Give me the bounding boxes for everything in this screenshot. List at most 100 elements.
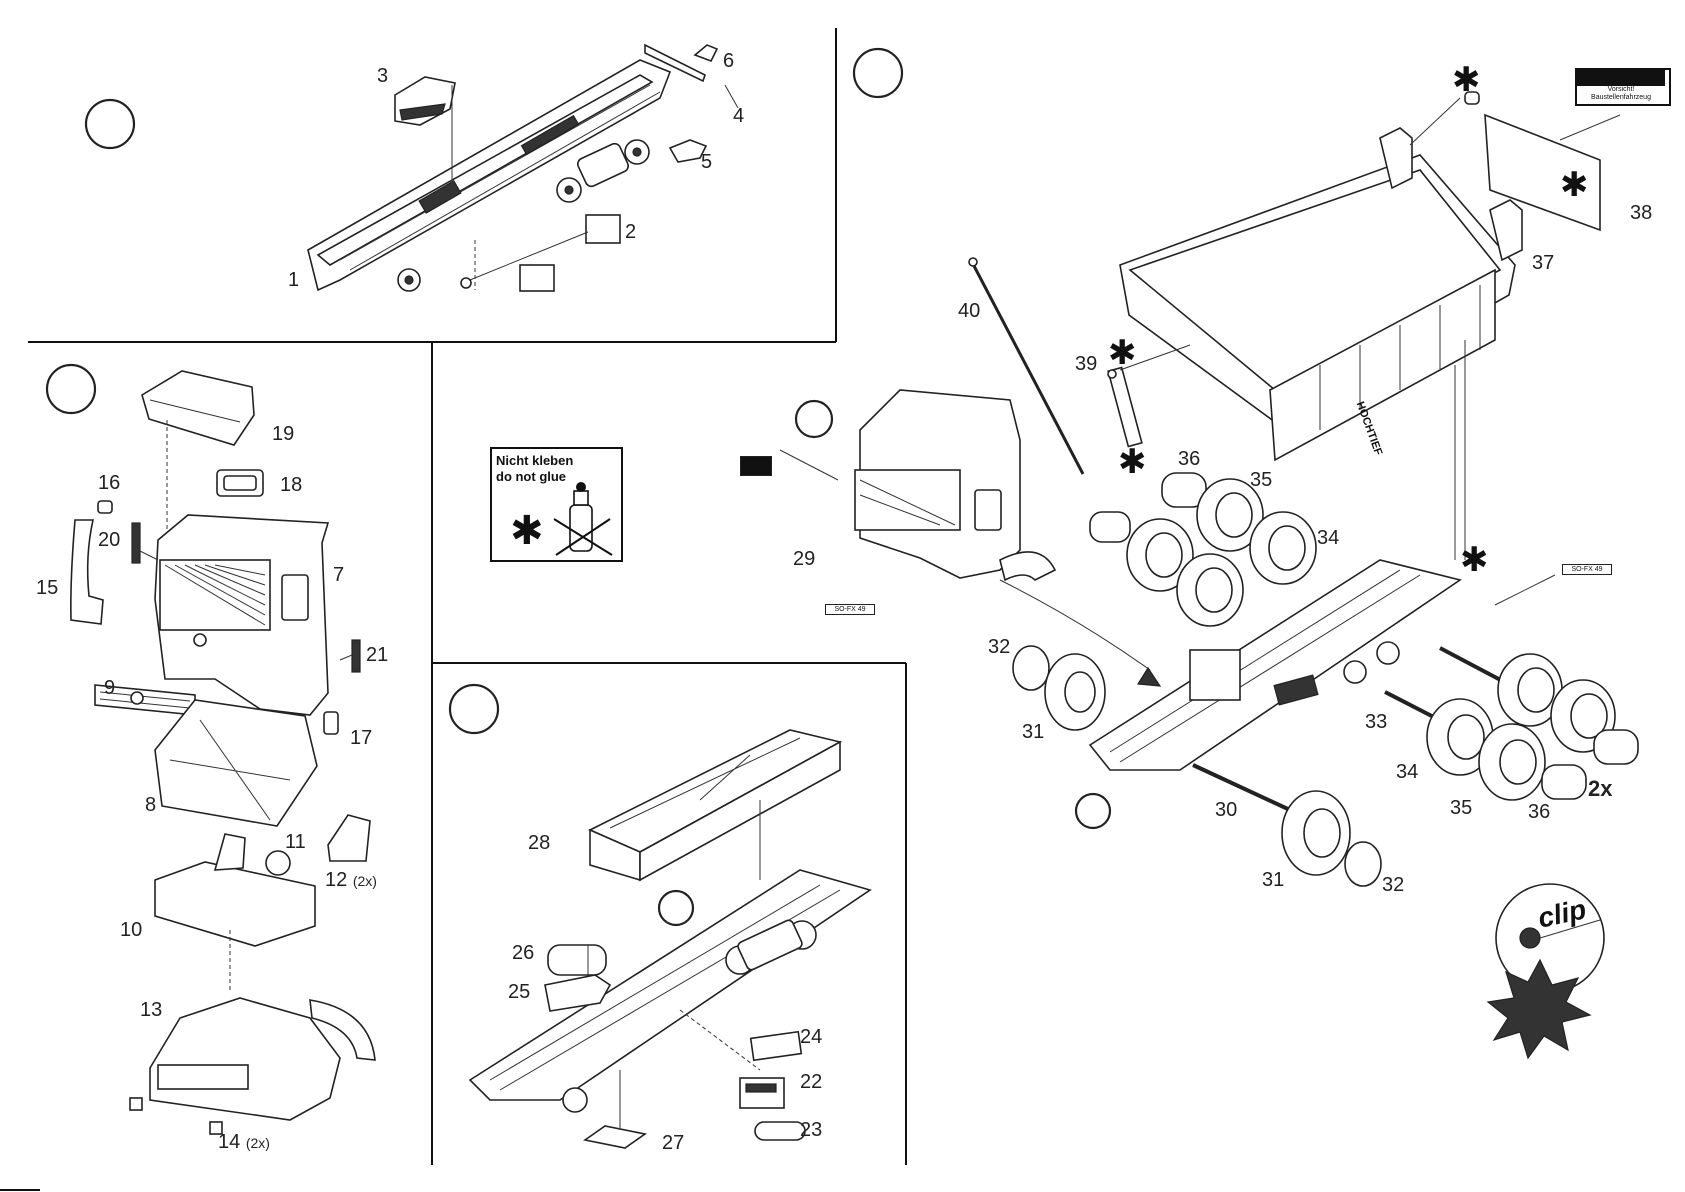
- step-circle: [659, 891, 693, 925]
- asterisk-icon: ✱: [1452, 65, 1481, 95]
- part-label: 18: [280, 475, 302, 495]
- part-quantity: (2x): [353, 873, 377, 889]
- wheel-34-top: [1250, 512, 1316, 584]
- part-label: 28: [528, 833, 550, 853]
- part-label: 7: [333, 565, 344, 585]
- part-label: 36: [1178, 449, 1200, 469]
- part-label: 37: [1532, 253, 1554, 273]
- part-label: 12 (2x): [325, 870, 377, 891]
- part-label: 33: [1365, 712, 1387, 732]
- step-circle: [854, 49, 902, 97]
- part-label: 35: [1450, 798, 1472, 818]
- glue-note-line1: Nicht kleben: [496, 453, 573, 469]
- part-number: 12: [325, 869, 347, 891]
- part-label: 14 (2x): [218, 1132, 270, 1153]
- part-label: 19: [272, 424, 294, 444]
- license-plate: SO-FX 49: [1562, 564, 1612, 575]
- part-label: 1: [288, 270, 299, 290]
- cab-floor-13: [150, 998, 375, 1120]
- asterisk-icon: ✱: [1118, 447, 1147, 477]
- hub-36-bottom: [1542, 765, 1586, 799]
- sun-visor-19: [142, 371, 254, 445]
- part-label: 17: [350, 728, 372, 748]
- mirror-21: [340, 640, 360, 672]
- hub-36-side: [1594, 730, 1638, 764]
- quantity-label: 2x: [1588, 776, 1612, 802]
- step-27: [585, 1070, 645, 1148]
- part-label: 32: [1382, 875, 1404, 895]
- part-label: 21: [366, 645, 388, 665]
- license-plate: SO-FX 49: [825, 604, 875, 615]
- cab-assembly-29: [855, 390, 1055, 580]
- part-label: 10: [120, 920, 142, 940]
- step-circle: [450, 685, 498, 733]
- part-number: 14: [218, 1131, 240, 1153]
- asterisk-icon: ✱: [510, 511, 544, 551]
- part-label: 25: [508, 982, 530, 1002]
- part-label: 32: [988, 637, 1010, 657]
- part-label: 34: [1317, 528, 1339, 548]
- wheel-top-b: [1177, 554, 1243, 626]
- part-label: 11: [285, 832, 306, 852]
- fuel-tank-3: [395, 77, 455, 125]
- asterisk-icon: ✱: [1560, 170, 1589, 200]
- step-circle: [47, 365, 95, 413]
- wheel-31-rear: [1282, 791, 1350, 875]
- hub-32-front: [1013, 646, 1049, 690]
- part-label: 6: [723, 51, 734, 71]
- battery-24: [751, 1032, 802, 1060]
- step-circle: [86, 100, 134, 148]
- part-label: 35: [1250, 470, 1272, 490]
- part-label: 31: [1022, 722, 1044, 742]
- part-label: 34: [1396, 762, 1418, 782]
- do-not-glue-note: Nicht kleben do not glue ✱: [490, 447, 623, 562]
- cab-decal-icon: [740, 456, 772, 476]
- asterisk-icon: ✱: [1108, 338, 1137, 368]
- wheel-35-bottom: [1479, 724, 1545, 800]
- hub-36-top: [1090, 512, 1130, 542]
- part-label: 8: [145, 795, 156, 815]
- part-label: 30: [1215, 800, 1237, 820]
- part-label: 26: [512, 943, 534, 963]
- step-circle: [1076, 794, 1110, 828]
- battery-box-22: [740, 1078, 784, 1108]
- chassis-frame-1: [308, 60, 670, 291]
- part-label: 9: [104, 678, 115, 698]
- part-label: 38: [1630, 203, 1652, 223]
- part-label: 16: [98, 473, 120, 493]
- tank-26: [548, 945, 606, 975]
- warning-plate: Vorsicht!Baustellenfahrzeug: [1575, 68, 1671, 106]
- part-label: 40: [958, 301, 980, 321]
- warning-plate-line2: Baustellenfahrzeug: [1591, 94, 1651, 101]
- main-chassis: [1090, 560, 1460, 770]
- part-label: 20: [98, 530, 120, 550]
- part-label: 5: [701, 152, 712, 172]
- part-quantity: (2x): [246, 1135, 270, 1151]
- horn-16: [98, 501, 112, 513]
- part-label: 2: [625, 222, 636, 242]
- part-label: 23: [800, 1120, 822, 1140]
- asterisk-icon: ✱: [1460, 545, 1489, 575]
- sub-frame-28: [590, 730, 840, 880]
- part-label: 27: [662, 1133, 684, 1153]
- part-label: 4: [733, 106, 744, 126]
- part-label: 24: [800, 1027, 822, 1047]
- part-label: 13: [140, 1000, 162, 1020]
- part-label: 15: [36, 578, 58, 598]
- part-label: 3: [377, 66, 388, 86]
- seat-12: [328, 815, 370, 861]
- roof-hatch-18: [217, 470, 263, 496]
- battery-box-2: [461, 215, 620, 291]
- part-label: 39: [1075, 354, 1097, 374]
- air-tank-23: [755, 1122, 805, 1140]
- part-label: 22: [800, 1072, 822, 1092]
- window-insert-8: [155, 700, 317, 826]
- dump-body-37: [1120, 128, 1522, 460]
- part-label: 31: [1262, 870, 1284, 890]
- part-label: 36: [1528, 802, 1550, 822]
- warning-plate-line1: Vorsicht!: [1608, 86, 1635, 93]
- part-label: 29: [793, 549, 815, 569]
- glue-bottle-icon: [552, 479, 616, 557]
